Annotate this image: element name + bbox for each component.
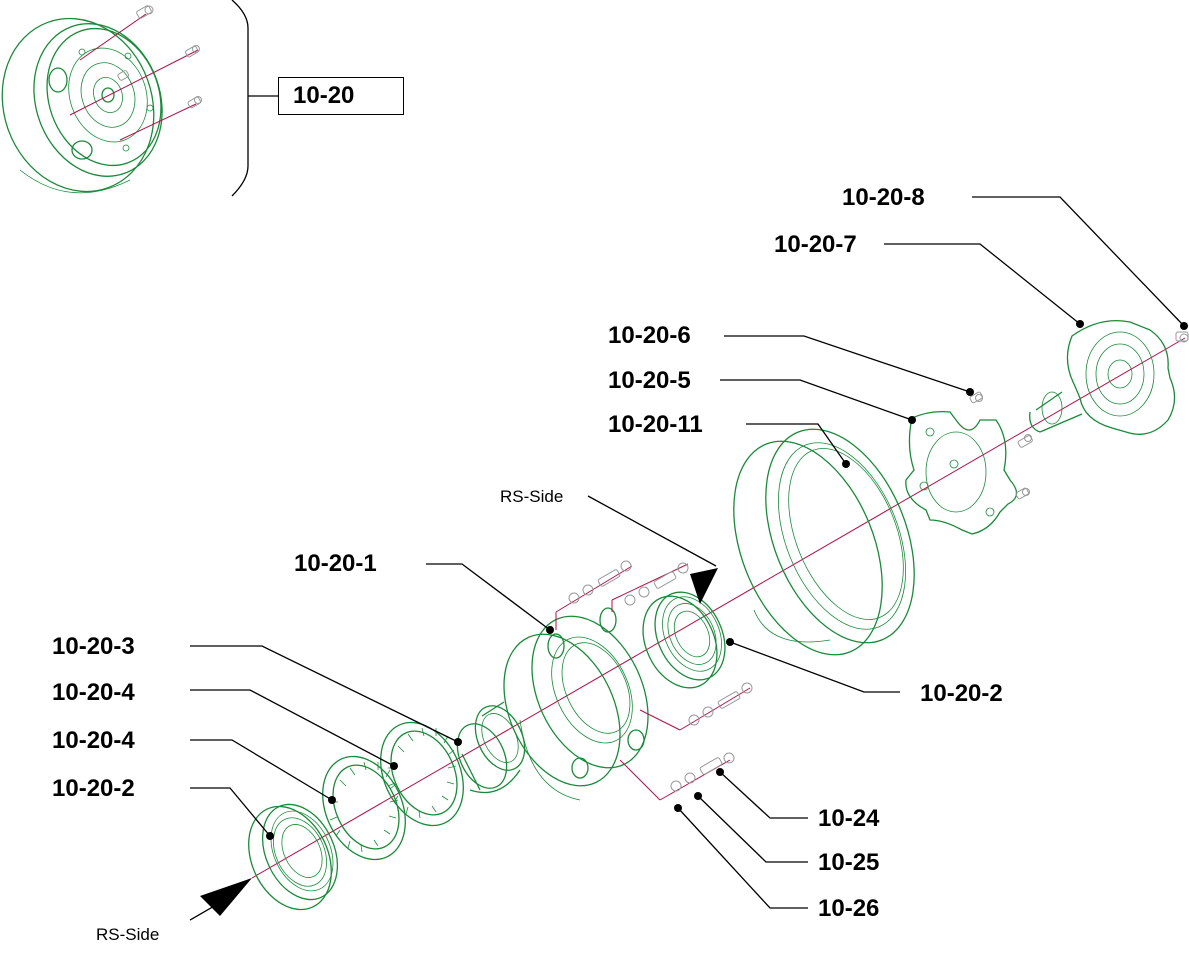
rs-side-arrow-top	[690, 568, 718, 604]
part-10-20-4-lower	[322, 755, 406, 861]
label-10-20-2-lower: 10-20-2	[52, 775, 135, 802]
label-10-20-4-lower: 10-20-4	[52, 727, 135, 754]
label-10-20-3: 10-20-3	[52, 633, 135, 660]
rs-side-label-top: RS-Side	[500, 487, 564, 506]
part-10-20-7	[1029, 319, 1176, 435]
part-10-20-2-lower	[248, 803, 339, 911]
label-10-20-8: 10-20-8	[842, 184, 925, 211]
rs-side-label-bottom: RS-Side	[96, 925, 160, 944]
part-10-20-5	[905, 391, 1033, 535]
label-10-20-1: 10-20-1	[294, 550, 377, 577]
rs-side-arrow-bottom	[200, 878, 252, 916]
label-10-20-7: 10-20-7	[774, 231, 857, 258]
part-10-20-3	[456, 701, 526, 794]
part-10-20-2-upper	[642, 591, 726, 689]
assembly-axis	[251, 337, 1186, 879]
leader-lines	[190, 196, 1188, 909]
label-10-24: 10-24	[818, 805, 880, 832]
label-10-20-11: 10-20-11	[608, 411, 703, 438]
label-10-20-4-upper: 10-20-4	[52, 679, 135, 706]
part-10-20-8	[1175, 331, 1189, 343]
part-10-20-1	[503, 607, 649, 801]
label-10-26: 10-26	[818, 895, 880, 922]
assembly-label: 10-20	[293, 82, 355, 109]
housing-screws	[555, 560, 753, 801]
label-10-20-2-upper: 10-20-2	[920, 680, 1003, 707]
part-10-20-11	[733, 428, 915, 656]
label-10-25: 10-25	[818, 849, 880, 876]
label-10-20-5: 10-20-5	[608, 367, 691, 394]
label-10-20-6: 10-20-6	[608, 322, 691, 349]
part-10-20-4-upper	[380, 721, 464, 827]
assembly-label-box: 10-20	[278, 77, 404, 115]
assembled-view-inset	[1, 5, 202, 194]
